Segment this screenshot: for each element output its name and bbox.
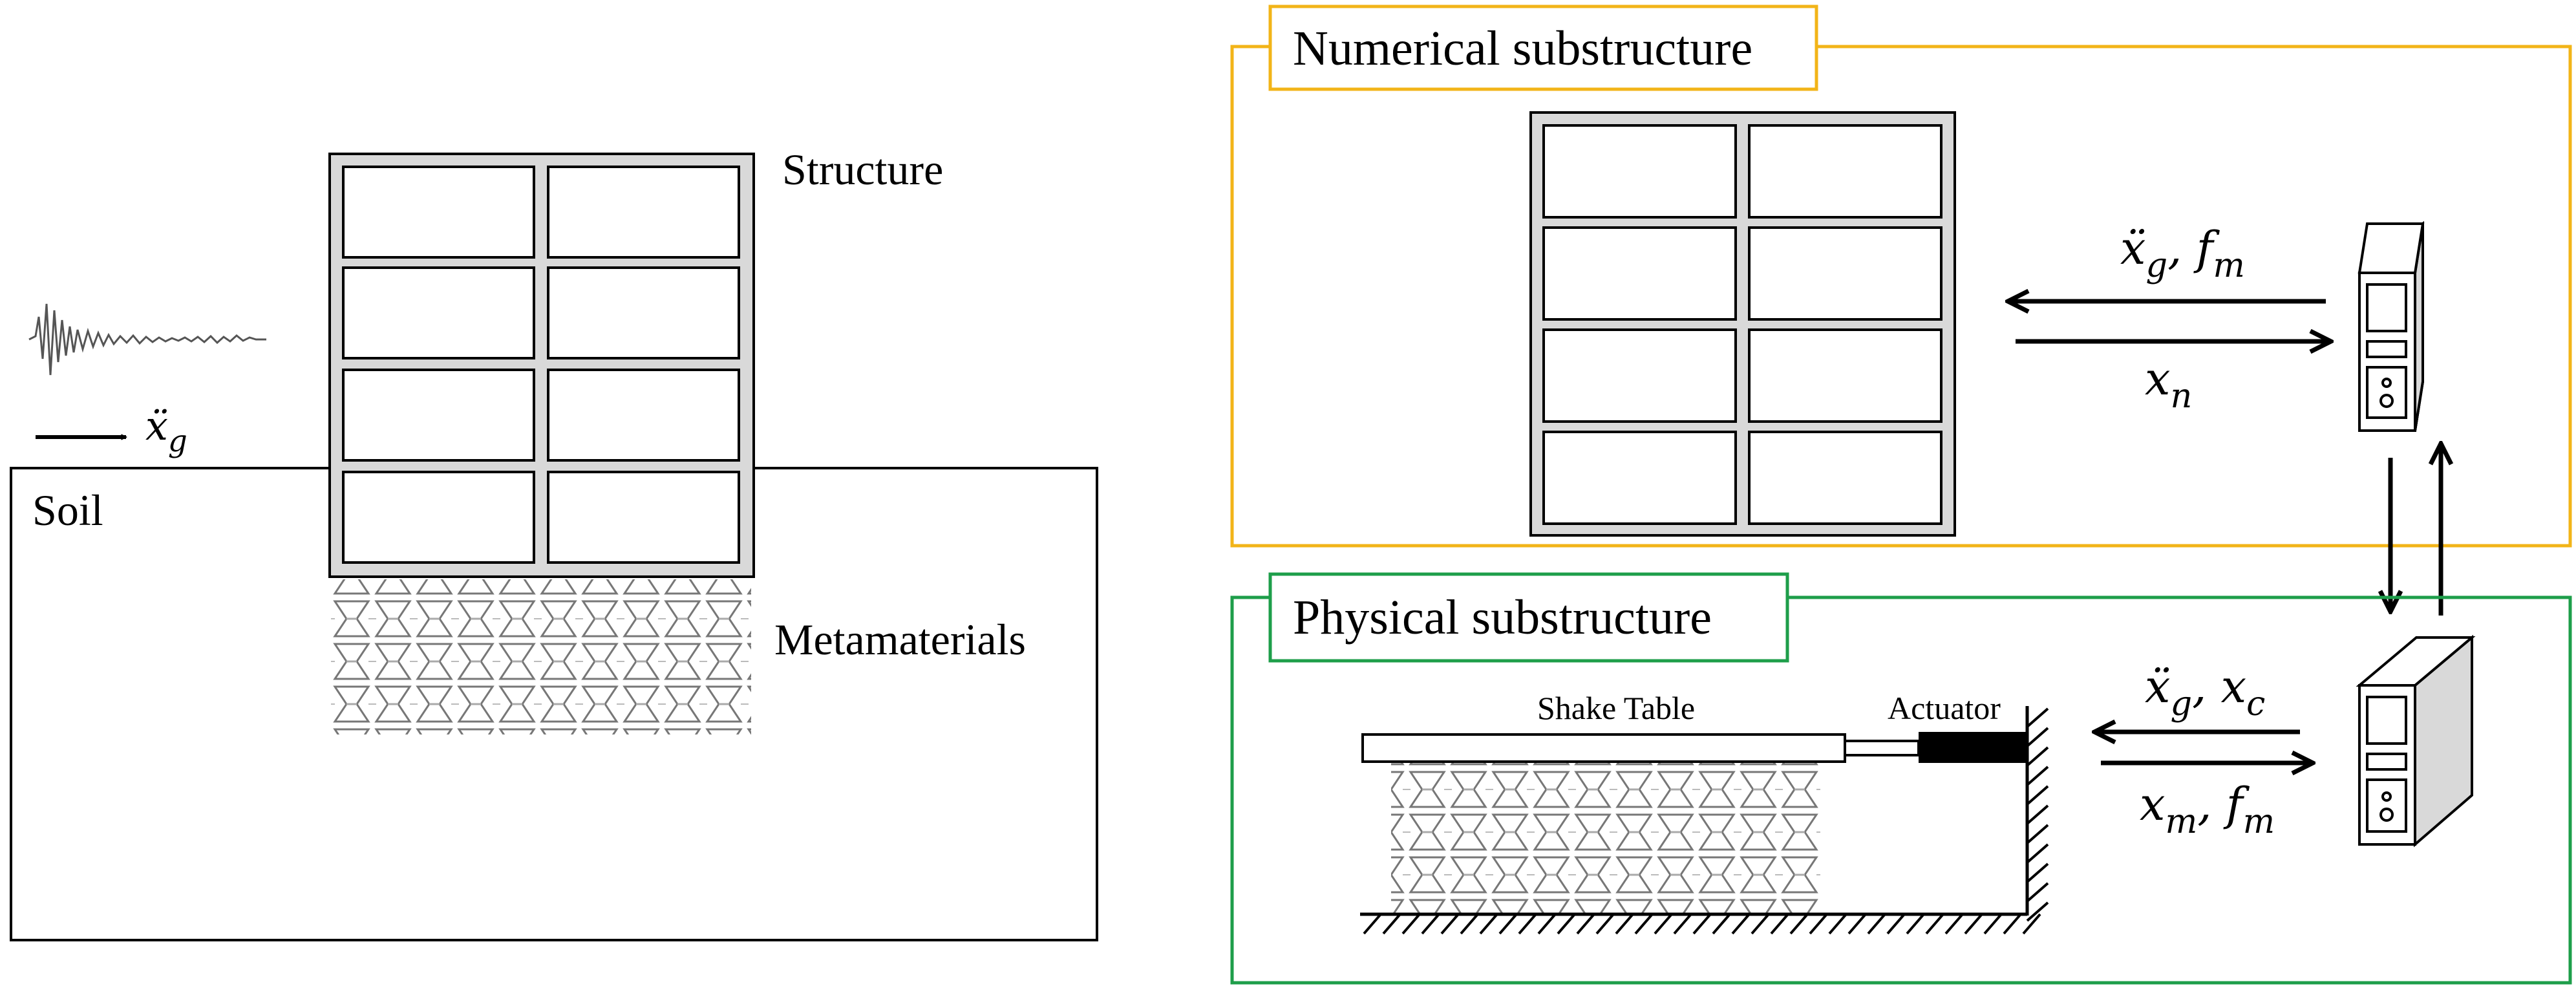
metamaterials-label: Metamaterials [774,615,1026,664]
physical-computer-icon [2356,634,2476,848]
shake-table [1361,733,1846,763]
seismic-signal-icon [28,303,266,376]
physical-output-label: xm, fm [2140,778,2275,841]
structure-label: Structure [782,145,943,194]
numerical-title: Numerical substructure [1293,21,1752,76]
physical-title: Physical substructure [1293,590,1712,645]
physical-substructure-box [1230,595,2572,985]
left-panel: Soil Structure Metamaterials ẍg [10,145,1098,941]
actuator-body [1919,732,2027,763]
ground-acceleration-label: ẍg [145,402,187,458]
building-structure [328,153,755,578]
metamaterial-lattice [331,579,751,734]
wall-hatching [2026,707,2049,922]
numerical-output-label: xn [2145,352,2192,416]
physical-substructure-panel: Physical substructure Shake Table Actuat… [1230,572,2572,985]
numerical-input-label: ẍg, fm [2120,222,2245,285]
physical-input-label: ẍg, xc [2145,660,2265,723]
physical-title-box [1268,572,1789,663]
actuator-rod [1844,740,1920,756]
numerical-substructure-panel: Numerical substructure ẍg, fm xn [1230,5,2572,548]
ground-hatching [1363,913,2041,935]
numerical-title-box [1268,5,1818,91]
actuator-label: Actuator [1888,690,2001,726]
soil-label: Soil [32,486,103,535]
building-windows [342,166,740,564]
numerical-substructure-box [1230,45,2572,548]
numerical-frame [1529,111,1956,537]
numerical-computer-icon [2358,220,2425,432]
shake-table-label: Shake Table [1537,690,1695,726]
physical-metamaterial-lattice [1391,763,1820,913]
